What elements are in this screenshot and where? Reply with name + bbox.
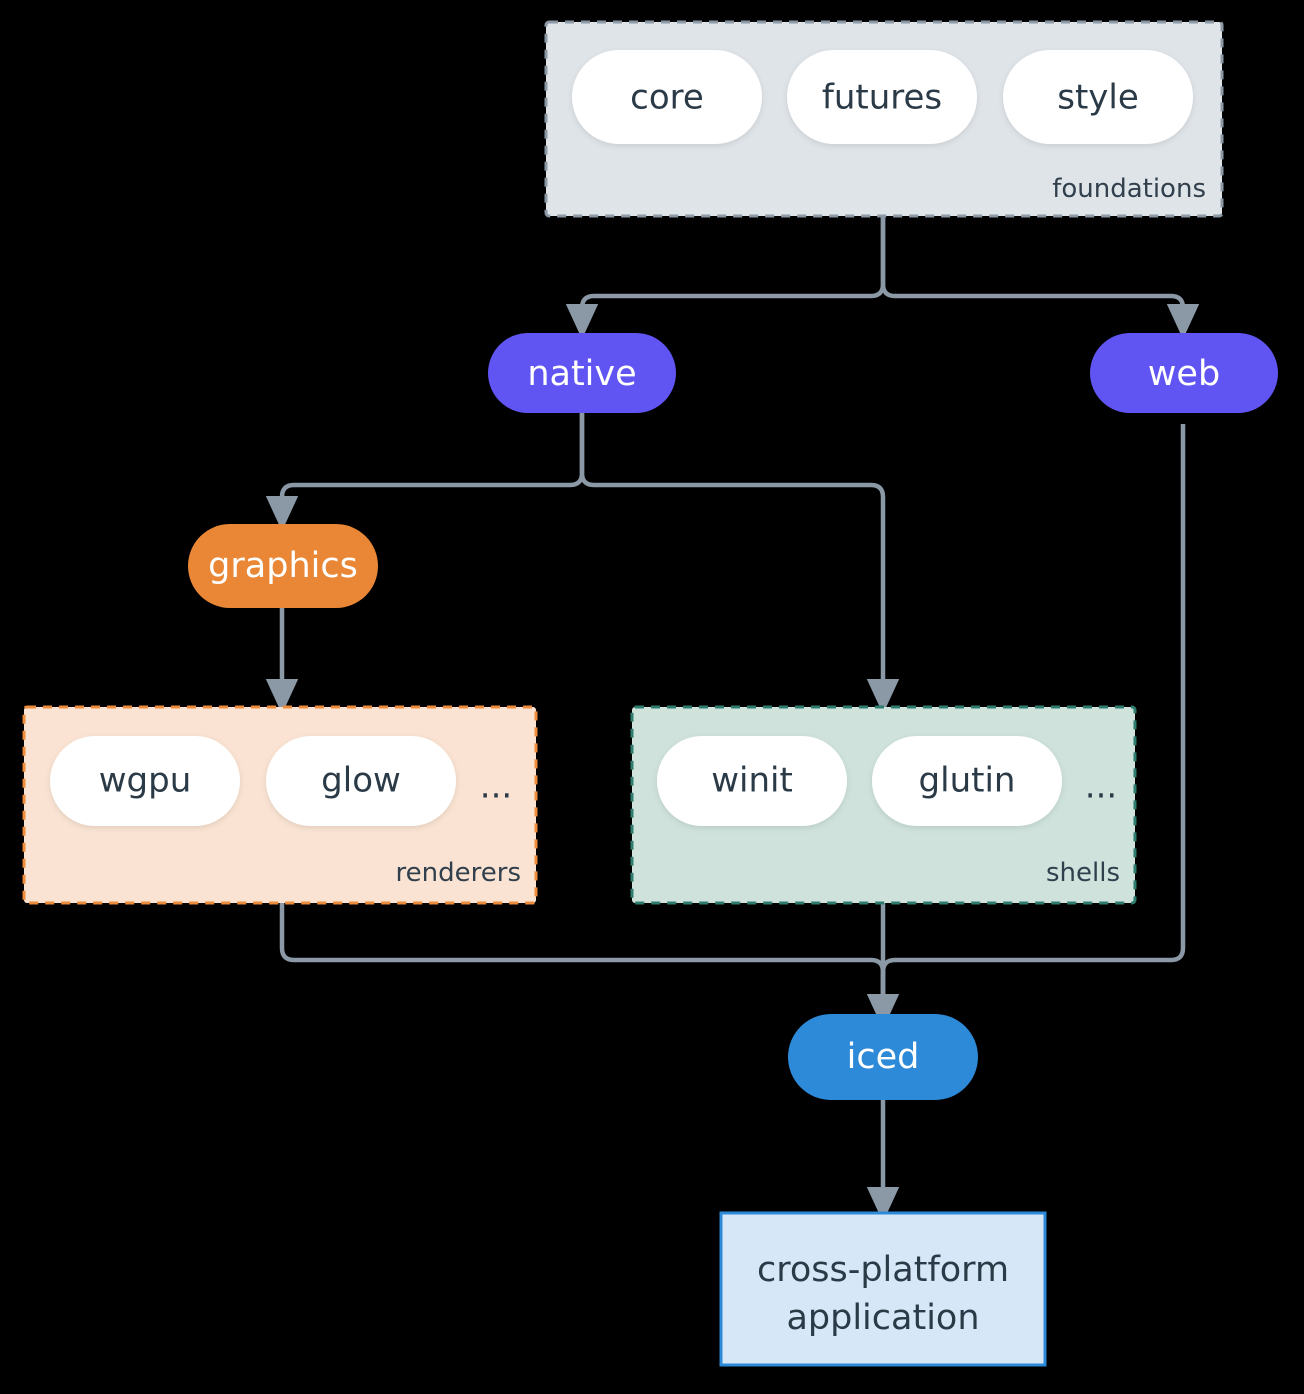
cluster-renderers-label: renderers [396, 858, 521, 888]
node-iced[interactable]: iced [788, 1014, 978, 1100]
node-core-shape [572, 50, 762, 144]
edge-foundations-native [565, 216, 886, 340]
node-iced-label: iced [847, 1037, 920, 1077]
node-wgpu-shape [50, 736, 240, 826]
node-futures[interactable]: futures [787, 50, 977, 144]
node-winit[interactable]: winit [657, 736, 847, 826]
node-wgpu-label: wgpu [99, 761, 192, 801]
node-glow-label: glow [321, 761, 401, 801]
node-style-label: style [1057, 78, 1139, 118]
node-web-label: web [1148, 354, 1220, 394]
node-graphics-shape [188, 524, 378, 608]
node-application-label-line2: application [786, 1298, 979, 1338]
node-web-shape [1090, 333, 1278, 413]
node-core-label: core [630, 78, 704, 118]
node-winit-shape [657, 736, 847, 826]
edge-layer [265, 216, 1200, 1223]
edge-foundations-web [880, 216, 1200, 340]
node-wgpu[interactable]: wgpu [50, 736, 240, 826]
node-glow-shape [266, 736, 456, 826]
renderers-ellipsis: ... [480, 767, 512, 807]
cluster-shells: winit glutin ... shells [630, 705, 1137, 905]
node-futures-label: futures [822, 78, 942, 118]
node-native-shape [488, 333, 676, 413]
node-glow[interactable]: glow [266, 736, 456, 826]
node-core[interactable]: core [572, 50, 762, 144]
cluster-renderers: wgpu glow ... renderers [22, 705, 538, 905]
node-glutin-shape [872, 736, 1062, 826]
shells-ellipsis: ... [1085, 767, 1117, 807]
node-application-label-line1: cross-platform [757, 1250, 1009, 1290]
node-style[interactable]: style [1003, 50, 1193, 144]
node-style-shape [1003, 50, 1193, 144]
cluster-foundations-label: foundations [1052, 174, 1206, 204]
node-native[interactable]: native [488, 333, 676, 413]
cluster-shells-label: shells [1046, 858, 1120, 888]
node-iced-shape [788, 1014, 978, 1100]
node-winit-label: winit [711, 761, 793, 801]
node-glutin-label: glutin [919, 761, 1016, 801]
edge-native-graphics [265, 412, 585, 532]
node-native-label: native [527, 354, 636, 394]
node-futures-shape [787, 50, 977, 144]
node-web[interactable]: web [1090, 333, 1278, 413]
node-application[interactable]: cross-platform application [719, 1211, 1047, 1367]
node-glutin[interactable]: glutin [872, 736, 1062, 826]
node-application-shape [719, 1211, 1047, 1367]
edge-renderers-iced [279, 903, 886, 1000]
node-graphics[interactable]: graphics [188, 524, 378, 608]
cluster-foundations: core futures style foundations [544, 20, 1224, 218]
node-graphics-label: graphics [208, 546, 358, 586]
edge-native-shells [579, 412, 900, 715]
